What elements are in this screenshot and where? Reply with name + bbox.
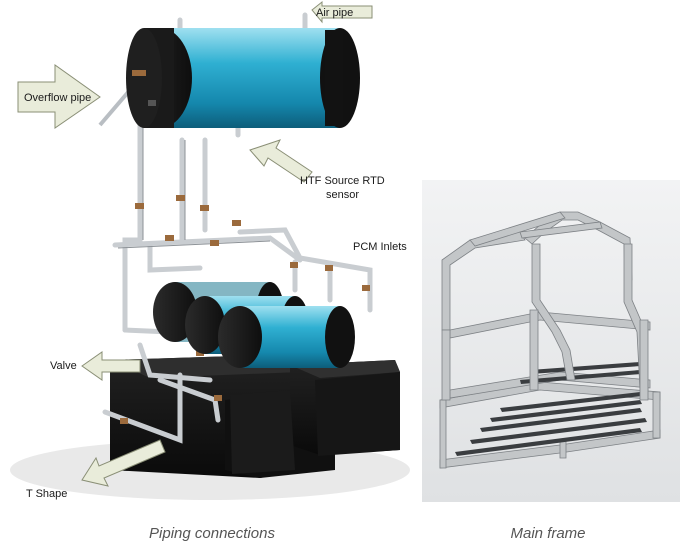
valve-label: Valve <box>50 360 77 372</box>
air-pipe-arrow <box>311 0 373 24</box>
overflow-pipe-arrow <box>17 64 101 129</box>
piping-diagram: Air pipe Overflow pipe HTF Source RTD se… <box>10 0 410 500</box>
htf-sensor-label-line2: sensor <box>326 189 359 201</box>
caption-piping: Piping connections <box>149 525 275 542</box>
t-shape-label: T Shape <box>26 488 67 500</box>
pcm-cylinder-3 <box>218 306 355 368</box>
main-frame-render <box>422 180 680 502</box>
air-pipe-label: Air pipe <box>316 7 353 19</box>
valve-arrow <box>81 351 141 381</box>
overflow-pipe-label: Overflow pipe <box>24 92 91 104</box>
pipe-network <box>102 12 373 444</box>
htf-source-tank <box>126 28 360 128</box>
htf-sensor-arrow <box>249 139 313 183</box>
valve-fittings <box>120 195 370 424</box>
htf-sensor-label-line1: HTF Source RTD <box>300 175 385 187</box>
frame-structure <box>439 211 661 469</box>
t-shape-arrow <box>81 439 166 487</box>
pcm-storage-boxes <box>110 355 400 478</box>
pcm-inlets-label: PCM Inlets <box>353 241 407 253</box>
caption-main-frame: Main frame <box>510 525 585 542</box>
